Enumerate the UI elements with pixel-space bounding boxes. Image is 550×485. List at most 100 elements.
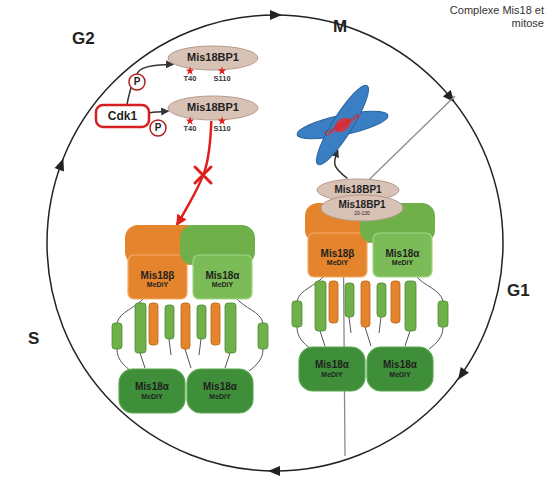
mis18-subunit: Mis18αMeDiY (190, 225, 255, 300)
node-title: Mis18BP1 (338, 200, 385, 211)
helix-rod (135, 303, 146, 353)
mis18-subunit: Mis18αMeDiY (366, 346, 434, 392)
node-subtitle: MeDiY (147, 281, 168, 288)
mis18-subunit-outline (190, 225, 255, 300)
cycle-arrowhead (268, 466, 280, 476)
node-title: Mis18β (321, 249, 355, 260)
node-title: Mis18β (141, 271, 175, 282)
phosphorylation-arrow (127, 65, 173, 104)
node-title: Mis18α (206, 271, 240, 282)
node-title: Mis18BP1 (187, 52, 239, 64)
node-text-group: P (149, 119, 167, 137)
mis18-subunit: Mis18αMeDiY (186, 368, 254, 414)
blocked-arrow (177, 121, 212, 225)
protein-oval-shape (168, 46, 258, 70)
node-title: Mis18α (383, 360, 417, 371)
node-title: Mis18α (386, 249, 420, 260)
residue-label: S110 (213, 125, 230, 133)
figure-title: Complexe Mis18 et mitose (432, 4, 544, 29)
node-title: Mis18BP1 (187, 102, 239, 114)
phase-label: G2 (72, 30, 95, 47)
mis18-subunit-shape (187, 369, 253, 413)
node-title: Mis18α (315, 360, 349, 371)
mis18-subunit-shape (119, 369, 185, 413)
node-subtitle: MeDiY (141, 393, 162, 400)
helix-rod (225, 303, 236, 353)
phosphate-circle: P (149, 119, 167, 137)
node-text-group: P (128, 73, 146, 91)
phosphate-circle-shape (129, 74, 145, 90)
mis18-subunit: Mis18αMeDiY (118, 368, 186, 414)
cycle-arrowhead (270, 10, 282, 20)
helix-rod (197, 305, 206, 339)
protein-oval: Mis18BP120-130 (320, 194, 404, 222)
node-title: Cdk1 (108, 110, 137, 123)
phosphorylation-arrow (150, 111, 168, 113)
node-text-group: Centromere (289, 80, 396, 171)
node-text-group: Cdk1 (95, 104, 150, 128)
node-title: P (134, 77, 141, 88)
node-subtitle: MeDiY (212, 281, 233, 288)
node-text-group: Mis18αMeDiY (118, 368, 186, 414)
recruitment-arrow (335, 150, 348, 178)
linker-line (140, 339, 230, 368)
node-text-group: Mis18αMeDiY (190, 225, 255, 300)
protein-oval: Mis18BP1 (167, 95, 259, 121)
protein-oval-shape (321, 195, 403, 221)
node-text-group: Mis18αMeDiY (298, 346, 366, 392)
phase-label: M (333, 18, 347, 35)
residue-label: T40 (184, 75, 197, 83)
node-text-group: Mis18αMeDiY (186, 368, 254, 414)
linker-line (235, 297, 263, 323)
node-text-group: Mis18αMeDiY (366, 346, 434, 392)
mis18-subunit-shape (373, 233, 432, 277)
mis18-subunit: Mis18αMeDiY (298, 346, 366, 392)
phase-label: S (28, 330, 39, 347)
protein-oval-shape (168, 96, 258, 120)
helix-rod (149, 303, 158, 345)
chromosome-shape (295, 80, 390, 169)
cycle-circle (47, 15, 503, 471)
linker-line (117, 297, 145, 323)
mis18-subunit-shape (193, 255, 252, 299)
node-text-group: Mis18BP120-130 (320, 194, 404, 222)
helix-rod (165, 305, 174, 339)
centromere-chromosome: Centromere (295, 100, 390, 150)
mis18-subunit-shape (299, 347, 365, 391)
node-title: Centromere (324, 112, 362, 138)
helix-rod (181, 303, 190, 349)
node-title: Mis18BP1 (334, 185, 381, 196)
linker-line (249, 349, 263, 371)
mis18-subunit-shape (367, 347, 433, 391)
mis18-subunit-shape (308, 233, 367, 277)
node-subtitle: MeDiY (327, 259, 348, 266)
block-cross (195, 167, 211, 183)
node-text-group: Mis18BP1 (167, 95, 259, 121)
phosphate-circle-shape (150, 120, 166, 136)
coiled-coil-rods (112, 297, 268, 371)
phosphate-circle: P (128, 73, 146, 91)
kinase-box: Cdk1 (95, 104, 150, 128)
helix-rod (112, 323, 122, 349)
cycle-arrowhead (55, 157, 69, 172)
phase-label: G1 (507, 282, 530, 299)
residue-label: T40 (184, 125, 197, 133)
residue-label: S110 (213, 75, 230, 83)
chromatid-arm (309, 80, 375, 169)
kinase-box-shape (96, 105, 149, 127)
node-title: Mis18α (203, 382, 237, 393)
node-subtitle: MeDiY (392, 259, 413, 266)
node-text-group: Mis18BP1 (167, 45, 259, 71)
node-title: Mis18α (135, 382, 169, 393)
helix-rod (211, 303, 220, 345)
node-title: P (155, 123, 162, 134)
node-subtitle: MeDiY (389, 371, 410, 378)
node-subtitle: MeDiY (209, 393, 230, 400)
cycle-arrowhead (454, 367, 469, 383)
cycle-arrowhead (443, 90, 458, 106)
mis18-subunit-shape (128, 255, 187, 299)
